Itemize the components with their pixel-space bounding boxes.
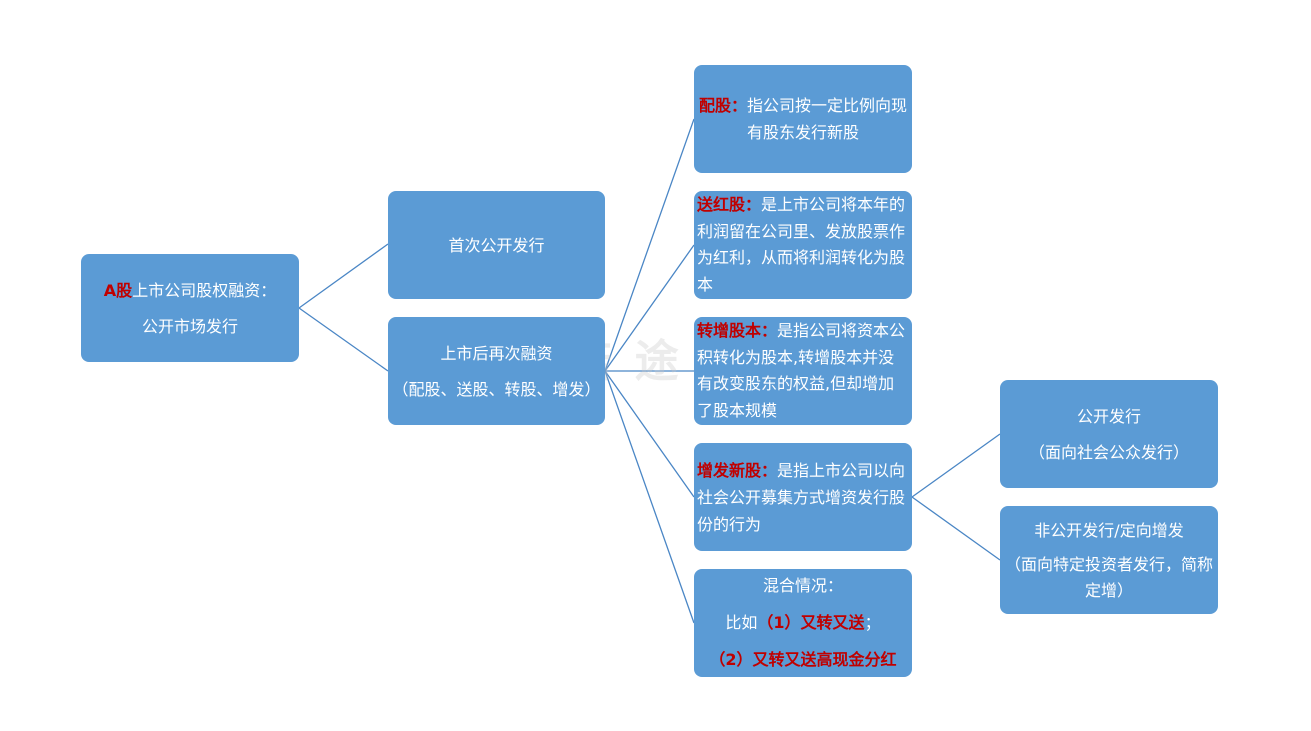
private-placement-label: 非公开发行/定向增发	[1034, 520, 1184, 540]
rights-issue-node: 配股：指公司按一定比例向现有股东发行新股	[694, 65, 912, 173]
refinancing-sub: （配股、送股、转股、增发）	[392, 379, 601, 399]
private-placement-node: 非公开发行/定向增发 （面向特定投资者发行，简称定增）	[1000, 506, 1218, 614]
public-offering-sub: （面向社会公众发行）	[1028, 442, 1189, 462]
public-offering-node: 公开发行 （面向社会公众发行）	[1000, 380, 1218, 488]
new-issue-node: 增发新股：是指上市公司以向社会公开募集方式增资发行股份的行为	[694, 443, 912, 551]
refinancing-node: 上市后再次融资 （配股、送股、转股、增发）	[388, 317, 605, 425]
link-newissue-private	[911, 496, 1001, 561]
link-refinancing-mixed	[604, 370, 695, 624]
capitalization-desc: 是指公司将资本公积转化为股本,转增股本并没有改变股东的权益,但却增加了股本规模	[697, 321, 906, 420]
mixed-case-title: 混合情况：	[762, 576, 843, 595]
capitalization-text: 转增股本：是指公司将资本公积转化为股本,转增股本并没有改变股东的权益,但却增加了…	[697, 318, 909, 424]
capitalization-term: 转增股本：	[697, 321, 778, 340]
ipo-label: 首次公开发行	[448, 235, 545, 255]
link-refinancing-new-issue	[604, 370, 695, 498]
bonus-share-term: 送红股：	[697, 195, 762, 214]
link-refinancing-bonus	[604, 244, 695, 372]
root-node: A股上市公司股权融资： 公开市场发行	[81, 254, 299, 362]
root-title: A股上市公司股权融资：	[103, 280, 277, 300]
mixed-case-line2: 比如（1）又转又送；	[725, 613, 881, 632]
refinancing-label: 上市后再次融资	[440, 343, 553, 363]
rights-issue-term: 配股：	[698, 96, 747, 115]
private-placement-sub: （面向特定投资者发行，简称定增）	[1004, 554, 1213, 600]
link-newissue-public	[911, 433, 1001, 498]
bonus-share-desc: 是上市公司将本年的利润留在公司里、发放股票作为红利，从而将利润转化为股本	[697, 195, 906, 294]
new-issue-text: 增发新股：是指上市公司以向社会公开募集方式增资发行股份的行为	[697, 457, 909, 538]
link-root-refinancing	[298, 307, 389, 372]
capitalization-node: 转增股本：是指公司将资本公积转化为股本,转增股本并没有改变股东的权益,但却增加了…	[694, 317, 912, 425]
rights-issue-desc: 指公司按一定比例向现有股东发行新股	[746, 96, 908, 142]
rights-issue-text: 配股：指公司按一定比例向现有股东发行新股	[697, 92, 909, 146]
new-issue-term: 增发新股：	[697, 460, 778, 480]
link-refinancing-rights	[604, 118, 695, 372]
bonus-share-node: 送红股：是上市公司将本年的利润留在公司里、发放股票作为红利，从而将利润转化为股本	[694, 191, 912, 299]
mixed-case-node: 混合情况： 比如（1）又转又送； （2）又转又送高现金分红	[694, 569, 912, 677]
new-issue-desc: 是指上市公司以向社会公开募集方式增资发行股份的行为	[697, 460, 906, 534]
bonus-share-text: 送红股：是上市公司将本年的利润留在公司里、发放股票作为红利，从而将利润转化为股本	[697, 192, 909, 298]
mixed-case-line3: （2）又转又送高现金分红	[709, 650, 897, 669]
root-subtitle: 公开市场发行	[141, 316, 238, 336]
link-root-ipo	[298, 243, 389, 309]
ipo-node: 首次公开发行	[388, 191, 605, 299]
root-prefix: A股	[103, 280, 133, 300]
public-offering-label: 公开发行	[1076, 406, 1141, 426]
